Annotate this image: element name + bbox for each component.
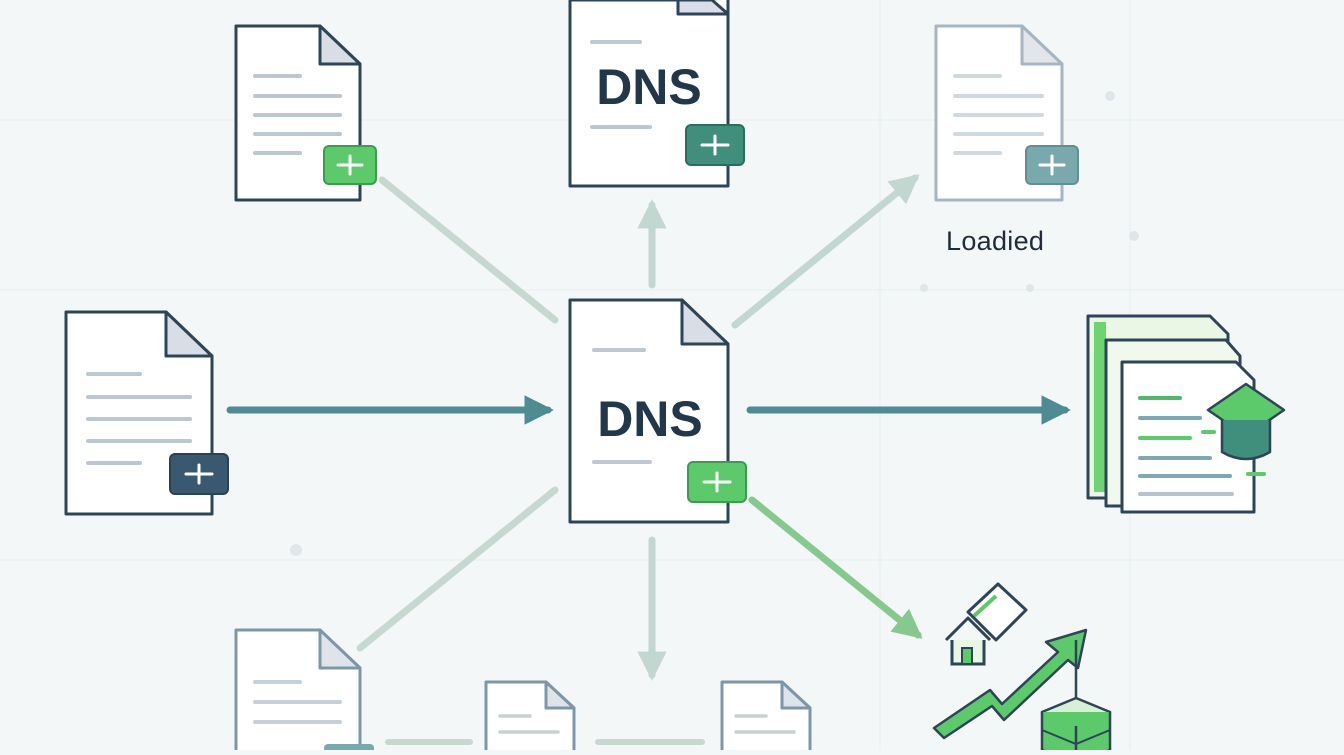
decorative-dots [290, 91, 1139, 556]
arrow-center-to-bottom-left [356, 486, 559, 652]
document-top-right [934, 24, 1079, 202]
document-top-left [234, 24, 377, 202]
loaded-caption: Loadied [946, 226, 1045, 256]
arrow-top-left-to-center [378, 176, 559, 324]
top-node-title: DNS [596, 59, 702, 115]
center-node-title: DNS [597, 391, 703, 447]
plus-badge-icon [1025, 145, 1079, 185]
document-left [64, 310, 229, 516]
plus-badge-icon [685, 124, 745, 166]
arrow-center-to-top-right [731, 174, 920, 329]
stacked-folders-icon [1086, 314, 1286, 514]
arrow-center-to-bottom-right [748, 496, 923, 639]
graduation-cap-icon [1201, 382, 1286, 476]
document-bottom-middle [484, 680, 576, 755]
growth-cluster [932, 582, 1112, 755]
document-bottom-left [234, 628, 374, 755]
plus-badge-icon [687, 461, 747, 503]
house-icon [944, 616, 992, 666]
document-bottom-right [720, 680, 812, 755]
plus-badge-icon [323, 145, 377, 185]
plus-badge-icon [324, 744, 374, 755]
tag-icon [966, 582, 1028, 642]
server-stack-icon [1040, 696, 1112, 755]
trend-up-arrow-icon [932, 628, 1088, 740]
document-top-dns: DNS [568, 0, 745, 188]
document-center-dns: DNS [568, 298, 747, 524]
plus-badge-icon [169, 453, 229, 495]
arrows [226, 174, 1071, 745]
document-icon [234, 628, 362, 755]
